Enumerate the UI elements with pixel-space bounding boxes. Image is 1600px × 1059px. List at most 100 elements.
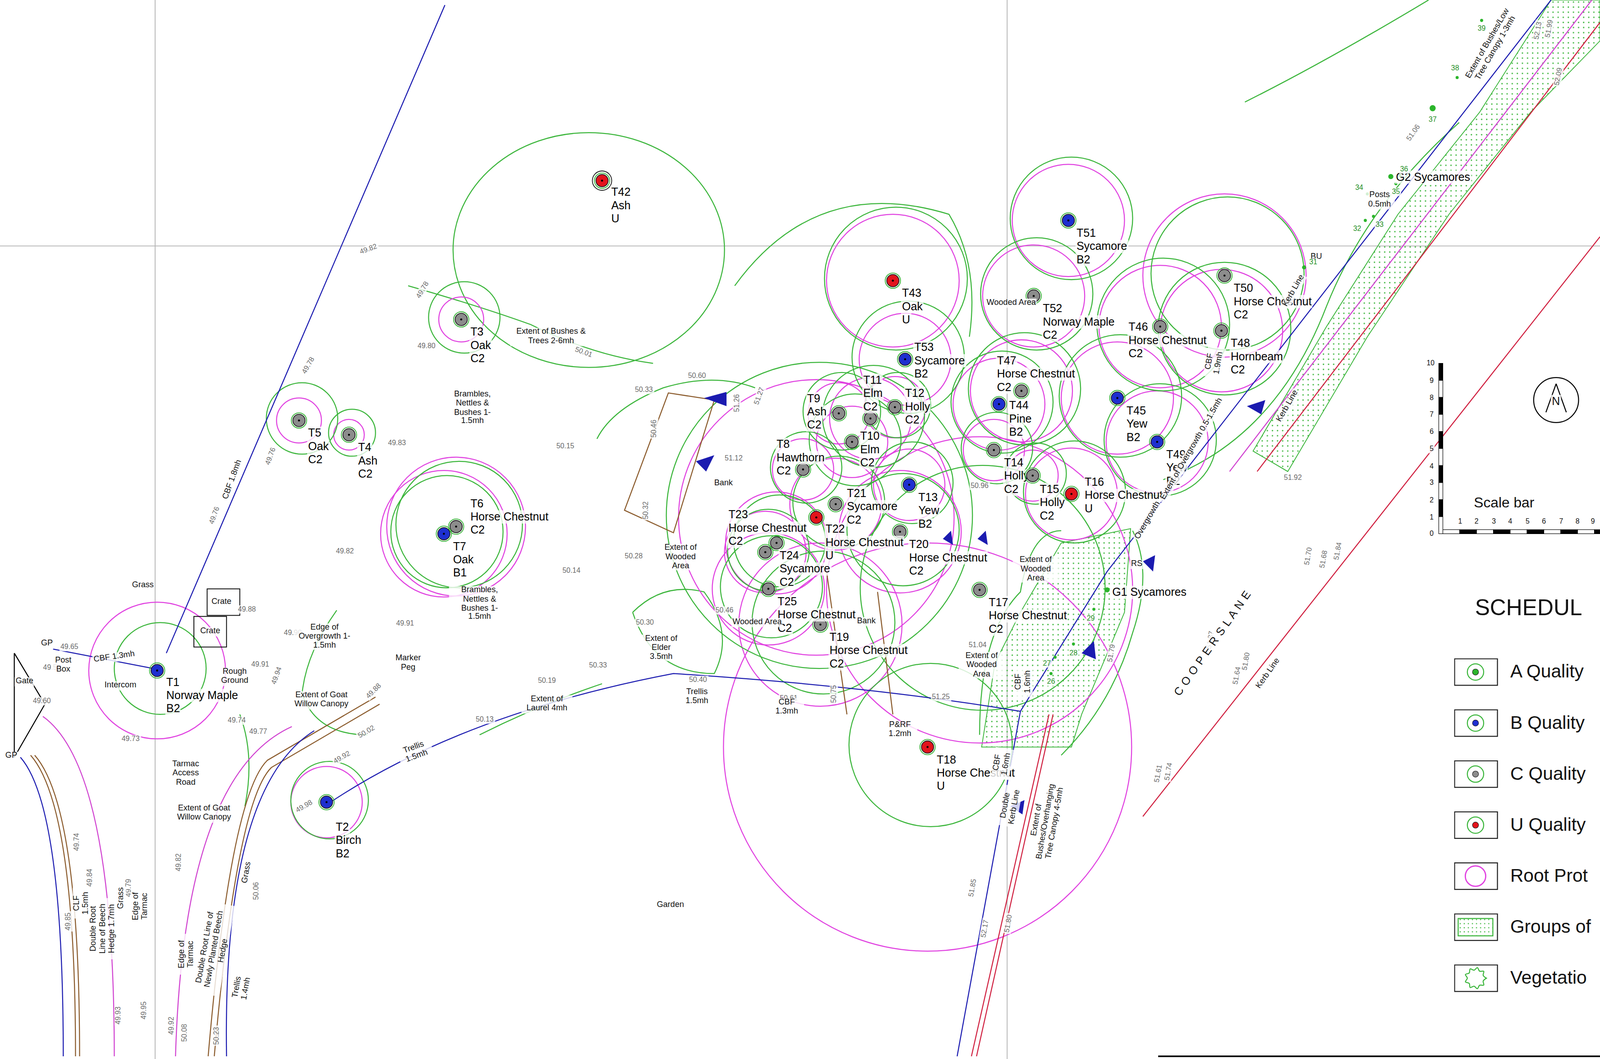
schedule-heading: SCHEDUL: [1473, 595, 1583, 621]
spot-level: 50.02: [355, 723, 378, 741]
tree-detail: C2: [1229, 363, 1246, 377]
label-holder: 49.95: [139, 1000, 148, 1021]
label-holder: 49.92: [167, 1015, 175, 1036]
tree-label: T24SycamoreC2: [778, 548, 832, 589]
label-holder: 50.46: [650, 418, 658, 439]
root-protection-circle: [1012, 164, 1125, 277]
label-holder: 7: [1558, 517, 1564, 526]
label-holder: 1: [1457, 517, 1463, 526]
label-holder: Crate: [199, 627, 222, 637]
label-holder: 49.84: [85, 867, 94, 888]
canopy-outline: [390, 475, 504, 588]
tree-detail: Yew: [917, 504, 941, 518]
scale-number: 7: [1428, 410, 1435, 419]
tree-id: T12: [904, 386, 926, 400]
legend-sample: [1453, 964, 1499, 993]
site-note: Grass: [116, 886, 126, 911]
tree-id: T20: [908, 537, 930, 551]
quality-dot: [292, 414, 305, 427]
tree-label: T45YewB2: [1125, 404, 1149, 444]
spot-level: 51.74: [1162, 760, 1174, 782]
label-holder: 49.76: [206, 504, 221, 526]
callout-number: 36: [1398, 165, 1409, 174]
callout-number: 26: [1046, 677, 1057, 686]
root-protection-circle: [380, 470, 508, 598]
spot-level: 49.60: [32, 697, 52, 705]
tree-label: T22Horse ChestnutU: [824, 522, 905, 563]
tree-symbol: [795, 462, 811, 477]
tree-marker: T3OakC2: [454, 312, 469, 327]
label-holder: Extent of Wooded Area: [1012, 556, 1059, 584]
tree-marker: T15HollyC2: [1025, 468, 1040, 483]
spot-level: 49.85: [64, 911, 73, 932]
scale-segment: [1443, 529, 1460, 534]
scale-segment: [1438, 516, 1443, 534]
tree-detail: Sycamore: [913, 354, 966, 368]
site-note: GP: [4, 751, 19, 761]
root-protection-circle: [826, 436, 1133, 743]
tree-symbol: [845, 434, 860, 450]
tree-id: T14: [1002, 455, 1025, 469]
tree-detail: C2: [1038, 509, 1055, 523]
marker-ring: [760, 581, 777, 597]
tree-marker: T43OakU: [885, 273, 901, 288]
tree-detail: Horse Chestnut: [1232, 294, 1313, 309]
spot-level: 51.26: [732, 393, 741, 414]
label-holder: 4: [1507, 517, 1513, 526]
scale-number: 10: [1425, 359, 1436, 368]
scale-number: 3: [1428, 478, 1435, 487]
tree-detail: Sycamore: [845, 500, 899, 514]
tree-detail: B2: [334, 846, 351, 860]
root-protection-circle: [386, 457, 526, 597]
quality-dot: [1154, 320, 1167, 333]
marker-ring: [808, 509, 824, 525]
label-holder: 49.91: [250, 660, 271, 668]
trunk-dot: [1067, 219, 1070, 222]
map-label: C O O P E R S L A N E: [1170, 587, 1255, 699]
label-holder: 26: [1046, 677, 1057, 686]
scale-number: 6: [1540, 517, 1547, 526]
scale-title: Scale bar: [1472, 495, 1536, 511]
site-note: Bank: [855, 616, 877, 626]
label-holder: 51.70: [1302, 545, 1314, 567]
marker-ring: [971, 582, 988, 598]
label-holder: 8: [1428, 394, 1435, 402]
spot-level: 51.61: [1152, 763, 1164, 785]
tree-label: G1 Sycamores: [1111, 585, 1188, 599]
label-holder: 49.85: [64, 911, 73, 932]
label-holder: Extent of Elder 3.5mh: [640, 634, 682, 662]
scale-number: 8: [1574, 517, 1581, 526]
scale-segment: [1438, 465, 1443, 483]
tree-detail: B2: [1008, 425, 1025, 439]
spot-level: 50.30: [634, 618, 655, 627]
tree-id: T11: [862, 373, 883, 387]
tree-detail: Yew: [1125, 417, 1149, 431]
quality-dot: [903, 478, 916, 491]
label-holder: 50.14: [561, 566, 582, 575]
trunk-dot: [325, 800, 328, 804]
label-holder: Grass: [240, 859, 254, 885]
trunk-dot: [348, 433, 351, 437]
tree-marker: T5OakC2: [291, 413, 307, 428]
site-note: CBF 1.9mh: [1202, 345, 1226, 379]
tree-marker: T13YewB2: [901, 477, 917, 492]
root-protection-circle: [982, 244, 1085, 347]
trunk-dot: [1020, 389, 1023, 392]
label-holder: 49.82: [335, 547, 355, 555]
site-note: RS: [1130, 559, 1144, 569]
legend-ring: [1467, 714, 1484, 732]
label-holder: 2: [1428, 496, 1435, 504]
spot-level: 49.74: [72, 832, 81, 852]
quality-dot: [864, 412, 877, 425]
canopy-outline: [266, 382, 338, 455]
label-holder: 50.13: [474, 715, 495, 724]
trunk-dot: [850, 441, 854, 444]
site-note: Extent of Elder 3.5mh: [640, 634, 682, 662]
quality-dot: [762, 582, 775, 595]
site-note: Extent of Bushes & Trees 2-6mh: [510, 327, 592, 346]
tree-marker: G1 Sycamores: [1099, 582, 1115, 598]
label-holder: 50.23: [212, 1025, 221, 1046]
legend-sample: [1453, 760, 1499, 789]
quality-dot: [1015, 384, 1028, 397]
